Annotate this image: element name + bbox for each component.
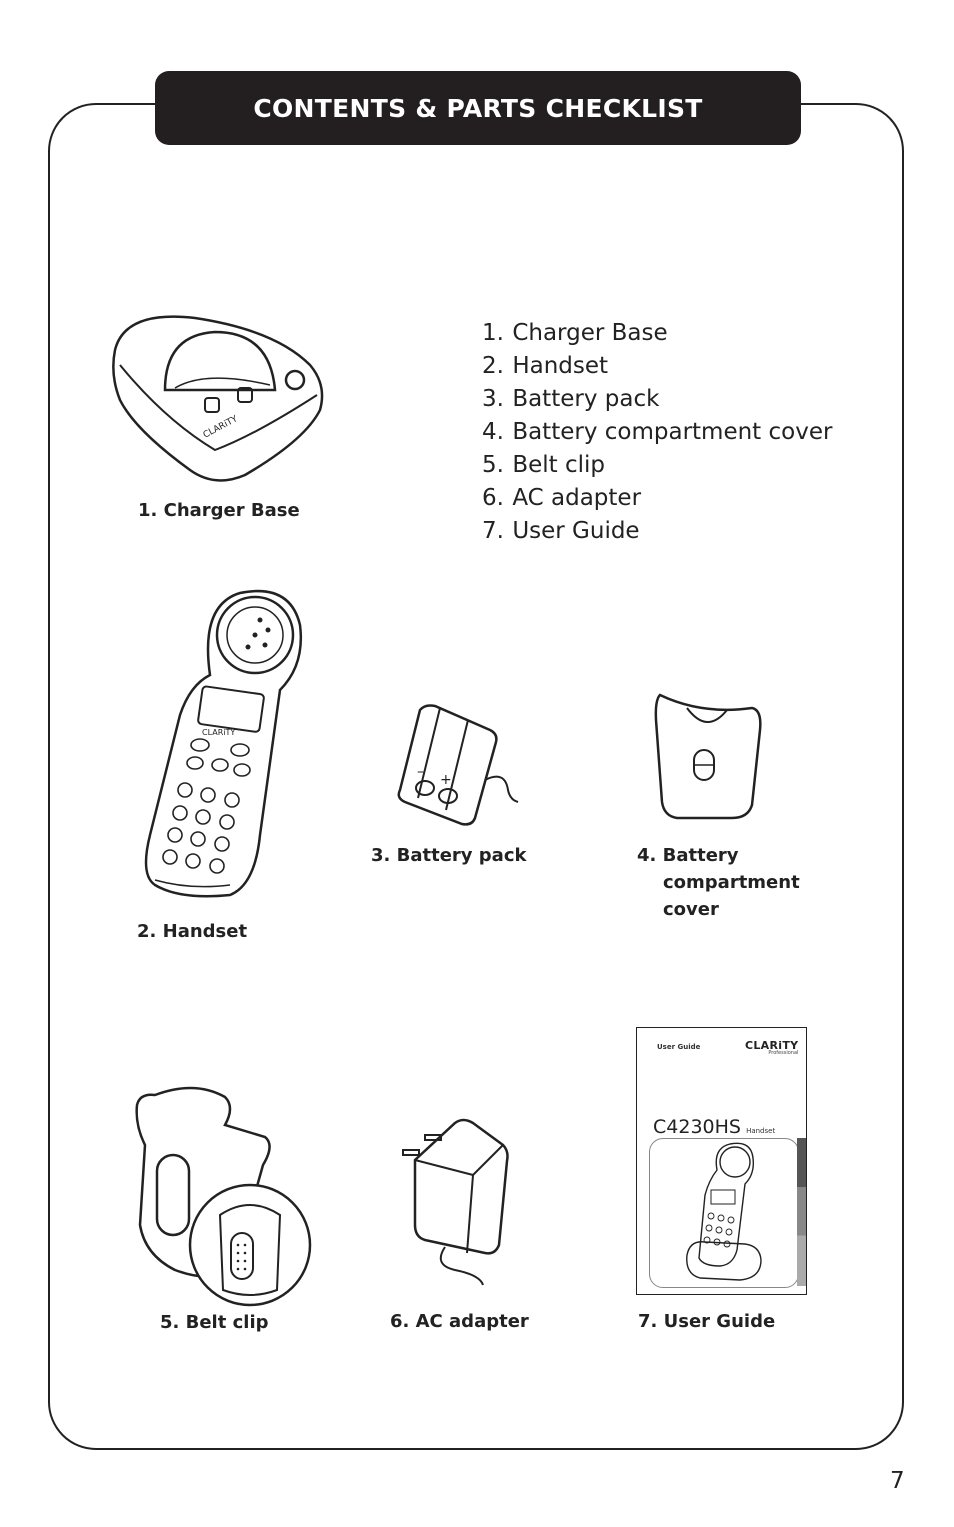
page-title-banner: CONTENTS & PARTS CHECKLIST [155,71,801,145]
caption-ac-adapter: 6. AC adapter [390,1311,529,1332]
user-guide-illustration: User Guide CLARiTY Professional C4230HS … [636,1027,807,1295]
caption-handset: 2. Handset [137,921,248,942]
list-item: 7. User Guide [482,518,640,544]
caption-charger-base: 1. Charger Base [138,500,300,521]
parts-checklist: 1. Charger Base 2. Handset 3. Battery pa… [470,317,832,548]
ac-adapter-illustration [402,1118,509,1286]
belt-clip-illustration [135,1086,312,1307]
caption-battery-pack: 3. Battery pack [371,845,527,866]
list-item: 4. Battery compartment cover [482,419,833,445]
caption-belt-clip: 5. Belt clip [160,1312,269,1333]
svg-text:+: + [440,772,452,788]
guide-label: User Guide [657,1043,701,1051]
charger-base-illustration: CLARiTY [112,315,324,482]
svg-text:CLARiTY: CLARiTY [202,728,235,737]
list-item: 5. Belt clip [482,452,605,478]
guide-model-title: C4230HS Handset [653,1116,776,1138]
guide-cover-handset-image [686,1142,762,1281]
battery-pack-illustration: – + [397,704,519,826]
guide-brand-logo: CLARiTY Professional [745,1039,799,1056]
guide-side-tabs [797,1138,806,1286]
handset-illustration: CLARiTY [144,589,302,898]
list-item: 6. AC adapter [482,485,642,511]
caption-battery-cover: 4. Battery compartment cover [637,845,800,920]
page-number: 7 [890,1468,905,1494]
list-item: 1. Charger Base [482,320,668,346]
list-item: 2. Handset [482,353,609,379]
list-item: 3. Battery pack [482,386,660,412]
battery-cover-illustration [654,693,762,820]
caption-user-guide: 7. User Guide [638,1311,776,1332]
svg-text:–: – [417,764,424,780]
